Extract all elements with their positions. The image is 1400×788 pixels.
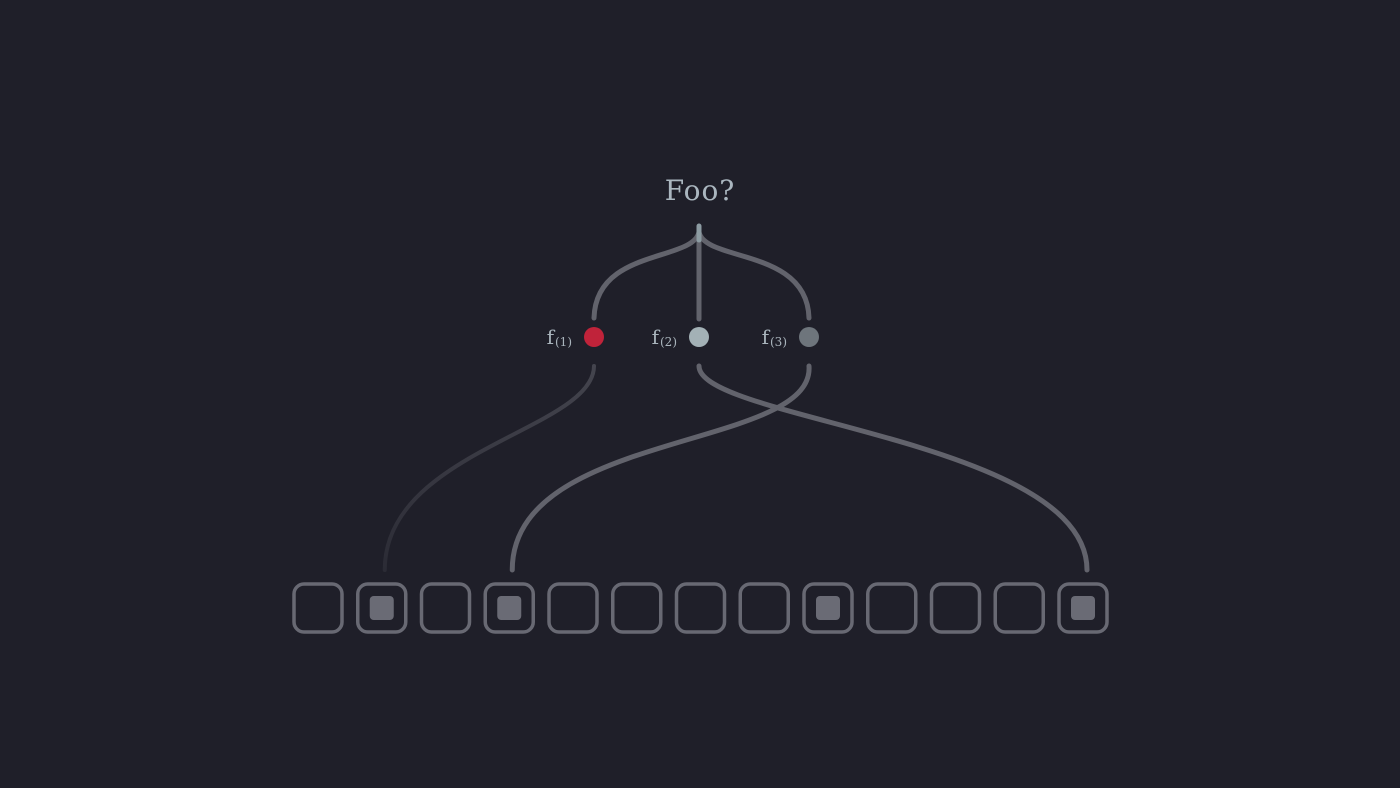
bit-array (292, 582, 1109, 634)
bit-slot (483, 582, 535, 634)
hash-function-2: f(2) (652, 325, 709, 349)
hash-function-dot (689, 327, 709, 347)
query-title: Foo? (665, 174, 736, 207)
hash-function-label: f(1) (547, 325, 572, 349)
query-branches (591, 223, 812, 322)
bit-slot-set-marker (816, 596, 840, 620)
hash-function-3: f(3) (762, 325, 819, 349)
bit-slot (738, 582, 790, 634)
bit-slot (611, 582, 663, 634)
bit-slot-set-marker (369, 596, 394, 620)
bit-slot (674, 582, 727, 634)
hash-functions: f(1) f(2) f(3) (547, 325, 819, 349)
bit-slot (292, 582, 344, 634)
bit-slot (356, 582, 408, 634)
hash-function-dot (799, 327, 819, 347)
hash-function-label: f(2) (652, 325, 677, 349)
bit-slot (993, 582, 1045, 634)
bit-slot (419, 582, 472, 634)
bit-slot-set-marker (497, 596, 522, 620)
hash-function-label: f(3) (762, 325, 787, 349)
bit-slot (1057, 582, 1109, 634)
query-branch-3 (696, 229, 812, 321)
bit-slot (547, 582, 599, 634)
hash-links (382, 363, 1090, 573)
bit-slot-set-marker (1071, 596, 1095, 620)
hash-link-3 (509, 363, 812, 573)
bit-slot (866, 582, 918, 634)
hash-function-1: f(1) (547, 325, 604, 349)
hash-link-2 (696, 363, 1090, 573)
query-branch-1 (591, 229, 702, 321)
bit-slot (929, 582, 982, 634)
bit-slot (802, 582, 854, 634)
hash-function-dot (584, 327, 604, 347)
hash-link-1 (382, 364, 596, 572)
